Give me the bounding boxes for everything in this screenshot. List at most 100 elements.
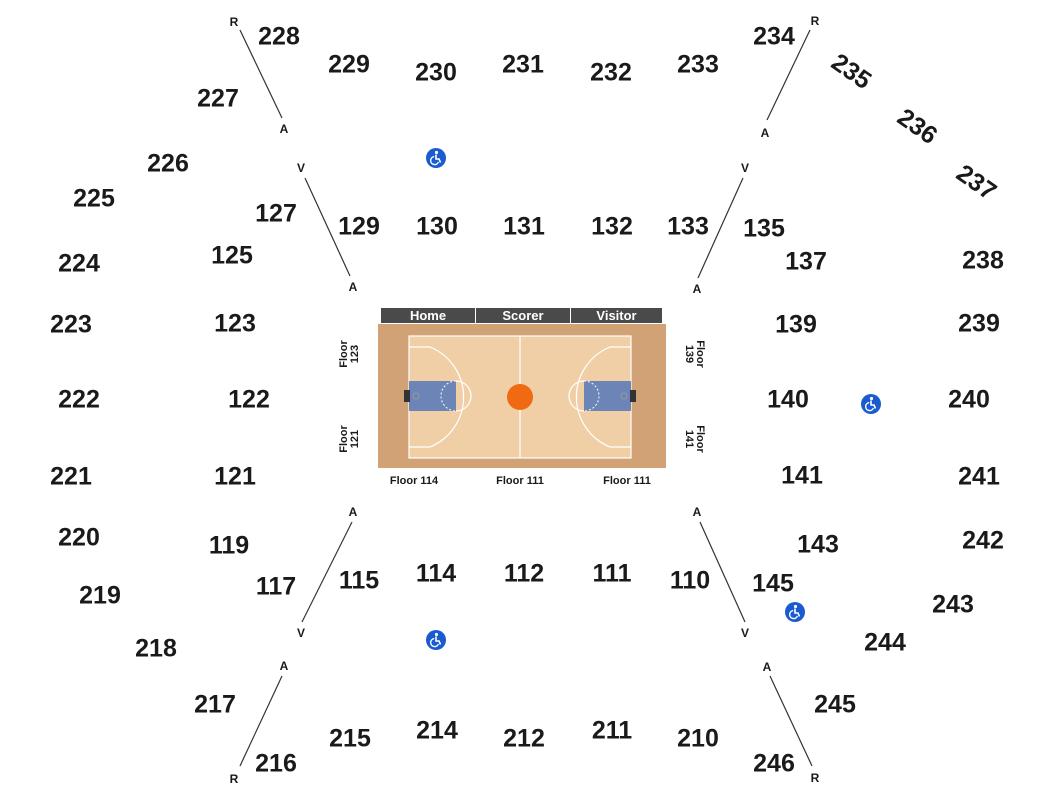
section-label[interactable]: 244 xyxy=(864,628,906,657)
aisle-letter-a: A xyxy=(279,122,289,136)
section-label[interactable]: 239 xyxy=(958,309,1000,338)
left-hoop xyxy=(412,392,420,400)
section-label[interactable]: 230 xyxy=(415,58,457,87)
section-label[interactable]: 245 xyxy=(814,690,856,719)
section-label[interactable]: 219 xyxy=(79,581,121,610)
aisle-line xyxy=(697,177,744,279)
section-label[interactable]: 231 xyxy=(502,50,544,79)
section-label[interactable]: 243 xyxy=(932,590,974,619)
header-home: Home xyxy=(381,308,475,323)
aisle-line xyxy=(766,29,811,121)
section-label[interactable]: 127 xyxy=(255,199,297,228)
left-three-point-line xyxy=(409,346,465,448)
section-label[interactable]: 135 xyxy=(743,214,785,243)
section-label[interactable]: 114 xyxy=(415,559,457,588)
section-label[interactable]: 215 xyxy=(329,724,371,753)
section-label[interactable]: 225 xyxy=(73,184,115,213)
section-label[interactable]: 143 xyxy=(797,530,839,559)
right-three-point-line xyxy=(575,346,631,448)
wheelchair-icon xyxy=(861,394,881,414)
section-label[interactable]: 130 xyxy=(416,212,458,241)
aisle-letter-v: V xyxy=(296,161,306,175)
section-label[interactable]: 223 xyxy=(50,310,92,339)
section-label[interactable]: 242 xyxy=(962,526,1004,555)
section-label[interactable]: 125 xyxy=(211,241,253,270)
section-label[interactable]: 129 xyxy=(338,212,380,241)
basketball-court xyxy=(378,324,666,468)
section-label[interactable]: 246 xyxy=(753,749,795,778)
aisle-line xyxy=(699,521,746,623)
aisle-letter-r: R xyxy=(810,14,820,28)
floor-111-right-label[interactable]: Floor 111 xyxy=(603,475,651,487)
section-label[interactable]: 210 xyxy=(677,724,719,753)
section-label[interactable]: 111 xyxy=(592,559,632,588)
aisle-letter-a: A xyxy=(348,280,358,294)
section-label[interactable]: 212 xyxy=(503,724,545,753)
aisle-letter-a: A xyxy=(279,659,289,673)
section-label[interactable]: 145 xyxy=(752,569,794,598)
aisle-letter-r: R xyxy=(810,771,820,785)
section-label[interactable]: 227 xyxy=(197,84,239,113)
section-label[interactable]: 117 xyxy=(255,572,297,601)
section-label[interactable]: 115 xyxy=(338,566,380,595)
section-label[interactable]: 139 xyxy=(775,310,817,339)
section-label[interactable]: 232 xyxy=(590,58,632,87)
section-label[interactable]: 222 xyxy=(58,385,100,414)
section-label[interactable]: 217 xyxy=(194,690,236,719)
floor-111-center-label[interactable]: Floor 111 xyxy=(496,475,544,487)
left-paint xyxy=(409,381,456,411)
aisle-letter-a: A xyxy=(762,660,772,674)
aisle-letter-v: V xyxy=(740,626,750,640)
floor-114-label[interactable]: Floor 114 xyxy=(389,475,439,487)
aisle-line xyxy=(304,177,351,277)
aisle-line xyxy=(301,521,353,623)
aisle-line xyxy=(769,675,813,767)
section-label[interactable]: 140 xyxy=(767,385,809,414)
section-label[interactable]: 221 xyxy=(50,462,92,491)
aisle-letter-a: A xyxy=(692,282,702,296)
section-label[interactable]: 132 xyxy=(591,212,633,241)
section-label[interactable]: 226 xyxy=(147,149,189,178)
section-label[interactable]: 122 xyxy=(228,385,270,414)
section-label[interactable]: 216 xyxy=(255,749,297,778)
section-label[interactable]: 112 xyxy=(503,559,545,588)
section-label[interactable]: 214 xyxy=(416,716,458,745)
section-label[interactable]: 228 xyxy=(258,22,300,51)
aisle-letter-a: A xyxy=(760,126,770,140)
center-ball xyxy=(507,384,533,410)
section-label[interactable]: 123 xyxy=(214,309,256,338)
aisle-letter-r: R xyxy=(229,15,239,29)
wheelchair-icon xyxy=(426,630,446,650)
header-visitor: Visitor xyxy=(571,308,662,323)
section-label[interactable]: 220 xyxy=(58,523,100,552)
section-label[interactable]: 110 xyxy=(669,566,711,595)
left-backboard xyxy=(404,390,410,402)
section-label[interactable]: 233 xyxy=(677,50,719,79)
section-label[interactable]: 224 xyxy=(58,249,100,278)
section-label[interactable]: 240 xyxy=(948,385,990,414)
section-label[interactable]: 141 xyxy=(781,461,823,490)
section-label[interactable]: 211 xyxy=(591,716,633,745)
right-backboard xyxy=(630,390,636,402)
section-label[interactable]: 137 xyxy=(785,247,827,276)
aisle-letter-r: R xyxy=(229,772,239,786)
wheelchair-icon xyxy=(785,602,805,622)
section-label[interactable]: 241 xyxy=(958,462,1000,491)
section-label[interactable]: 131 xyxy=(503,212,545,241)
aisle-line xyxy=(239,29,283,119)
section-label[interactable]: 229 xyxy=(328,50,370,79)
header-scorer: Scorer xyxy=(476,308,570,323)
section-label[interactable]: 121 xyxy=(214,462,256,491)
section-label[interactable]: 218 xyxy=(135,634,177,663)
aisle-letter-a: A xyxy=(348,505,358,519)
section-label[interactable]: 133 xyxy=(667,212,709,241)
aisle-letter-v: V xyxy=(740,161,750,175)
section-label[interactable]: 119 xyxy=(208,531,250,560)
section-label[interactable]: 234 xyxy=(753,22,795,51)
section-label[interactable]: 238 xyxy=(962,246,1004,275)
right-paint xyxy=(584,381,631,411)
